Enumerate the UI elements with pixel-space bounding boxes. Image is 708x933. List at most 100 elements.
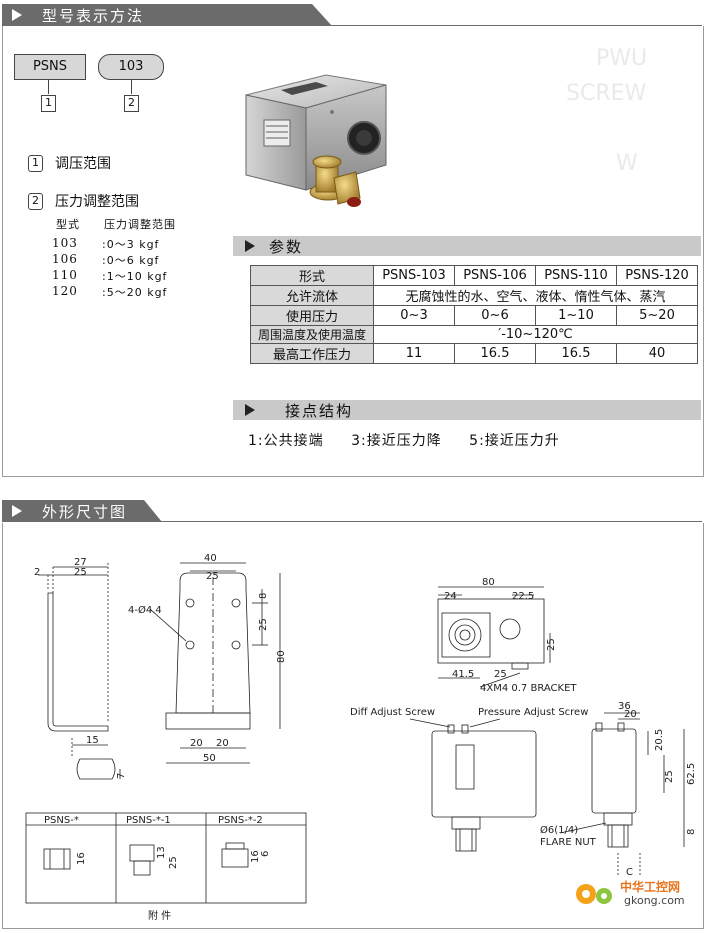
pressure-value: 1~10 bbox=[535, 305, 617, 326]
watermark: 中华工控网 gkong.com bbox=[572, 876, 700, 912]
dim-label: 22.5 bbox=[512, 591, 534, 602]
range-type: 110 bbox=[52, 268, 78, 282]
dim-label: 13 bbox=[156, 846, 167, 859]
dim-label: 8 bbox=[258, 593, 269, 599]
dim-label: 24 bbox=[444, 591, 457, 602]
arrow-icon bbox=[245, 404, 255, 416]
gear-icon bbox=[576, 884, 612, 904]
arrow-icon bbox=[12, 9, 22, 21]
range-header-range: 压力调整范围 bbox=[104, 218, 176, 231]
dim-label: 25 bbox=[74, 567, 87, 578]
arrow-icon bbox=[245, 240, 255, 252]
watermark-name: 中华工控网 bbox=[620, 880, 681, 894]
dim-label: 4-Ø4.4 bbox=[128, 604, 162, 616]
model-header: PSNS-103 bbox=[373, 265, 455, 286]
contacts-header: 接点结构 bbox=[233, 400, 701, 420]
max-pressure-value: 16.5 bbox=[535, 343, 617, 364]
contacts-title: 接点结构 bbox=[285, 402, 354, 420]
range-value: :5～20 kgf bbox=[102, 286, 168, 299]
dim-label: 25 bbox=[168, 856, 179, 869]
svg-text:PWU: PWU bbox=[596, 46, 647, 71]
item1-label: 调压范围 bbox=[55, 156, 111, 172]
flare-nut-label: FLARE NUT bbox=[540, 837, 597, 848]
connector-line bbox=[48, 80, 49, 94]
model-header: PSNS-110 bbox=[535, 265, 617, 286]
item2-num: 2 bbox=[28, 193, 43, 210]
switch-top-view bbox=[437, 586, 551, 688]
svg-text:SCREW: SCREW bbox=[566, 81, 647, 106]
dim-label: 62.5 bbox=[686, 763, 697, 785]
dim-label: 16 bbox=[76, 852, 87, 865]
connector-line bbox=[131, 80, 132, 94]
dim-label: 40 bbox=[204, 553, 217, 564]
model-suffix-box: 103 bbox=[98, 54, 164, 80]
dim-label: 7 bbox=[116, 773, 127, 779]
range-value: :0～3 kgf bbox=[102, 238, 160, 251]
dim-label: 25 bbox=[258, 618, 269, 631]
section-title: 型号表示方法 bbox=[42, 7, 145, 25]
acc-header: PSNS-*-1 bbox=[126, 815, 171, 826]
max-pressure-value: 16.5 bbox=[454, 343, 536, 364]
range-type: 120 bbox=[52, 284, 78, 298]
switch-front-view bbox=[409, 718, 537, 852]
pressure-value: 0~6 bbox=[454, 305, 536, 326]
index-1: 1 bbox=[41, 95, 56, 112]
dim-label: 41.5 bbox=[452, 669, 474, 680]
dim-label: 20 bbox=[624, 709, 637, 720]
index-2: 2 bbox=[124, 95, 139, 112]
table-row: 允许流体 无腐蚀性的水、空气、液体、惰性气体、蒸汽 bbox=[250, 285, 698, 306]
dim-label: 4XM4 0.7 BRACKET bbox=[480, 683, 577, 694]
switch-side-view bbox=[559, 712, 685, 875]
temp-label: 周围温度及使用温度 bbox=[250, 325, 374, 344]
dim-label: 36 bbox=[618, 701, 631, 712]
contact-list: 1:公共接端 3:接近压力降 5:接近压力升 bbox=[248, 430, 582, 450]
pressure-value: 0~3 bbox=[373, 305, 455, 326]
bracket-side-view bbox=[38, 563, 121, 780]
dim-label: 8 bbox=[686, 829, 697, 835]
max-label: 最高工作压力 bbox=[250, 343, 374, 364]
dim-label: 25 bbox=[206, 571, 219, 582]
item2-label: 压力调整范围 bbox=[55, 194, 139, 210]
acc-header: PSNS-* bbox=[44, 815, 79, 826]
dim-label: C bbox=[626, 867, 633, 878]
section-title: 外形尺寸图 bbox=[42, 503, 128, 521]
model-header: PSNS-120 bbox=[616, 265, 698, 286]
pressure-switch-photo: PWU SCREW W bbox=[245, 46, 647, 207]
dim-label: 15 bbox=[86, 735, 99, 746]
svg-text:W: W bbox=[616, 151, 638, 176]
range-type: 103 bbox=[52, 236, 78, 250]
dim-label: 20 bbox=[190, 738, 203, 749]
dimension-drawings: 2 27 25 15 7 40 25 4-Ø4.4 8 25 80 20 20 … bbox=[25, 553, 697, 922]
model-header: PSNS-106 bbox=[454, 265, 536, 286]
acc-caption: 附 件 bbox=[148, 909, 171, 922]
temp-value: ′-10~120℃ bbox=[373, 325, 698, 344]
params-header: 参数 bbox=[233, 236, 701, 256]
dim-label: 20.5 bbox=[654, 729, 665, 751]
front-diff-label: Diff Adjust Screw bbox=[350, 707, 435, 718]
section-header-dims: 外形尺寸图 bbox=[2, 500, 702, 522]
flare-label: Ø6(1/4) bbox=[540, 824, 578, 836]
table-row: 周围温度及使用温度 ′-10~120℃ bbox=[250, 325, 698, 344]
dim-label: 2 bbox=[34, 567, 40, 578]
dim-label: 27 bbox=[74, 557, 87, 568]
dim-label: 50 bbox=[203, 753, 216, 764]
type-header: 形式 bbox=[250, 265, 374, 286]
dim-label: 25 bbox=[546, 638, 557, 651]
dim-label: 25 bbox=[664, 770, 675, 783]
acc-header: PSNS-*-2 bbox=[218, 815, 263, 826]
contact-item: 5:接近压力升 bbox=[469, 433, 560, 449]
section-header-model: 型号表示方法 bbox=[2, 4, 702, 26]
dim-label: 6 bbox=[260, 851, 271, 857]
range-type: 106 bbox=[52, 252, 78, 266]
dim-label: 80 bbox=[276, 650, 287, 663]
fluid-value: 无腐蚀性的水、空气、液体、惰性气体、蒸汽 bbox=[373, 285, 698, 306]
dim-label: 16 bbox=[250, 850, 261, 863]
dim-label: 25 bbox=[494, 669, 507, 680]
params-title: 参数 bbox=[269, 238, 304, 256]
front-pressure-label: Pressure Adjust Screw bbox=[478, 707, 588, 718]
dim-label: 80 bbox=[482, 577, 495, 588]
dim-label: 20 bbox=[216, 738, 229, 749]
fluid-label: 允许流体 bbox=[250, 285, 374, 306]
